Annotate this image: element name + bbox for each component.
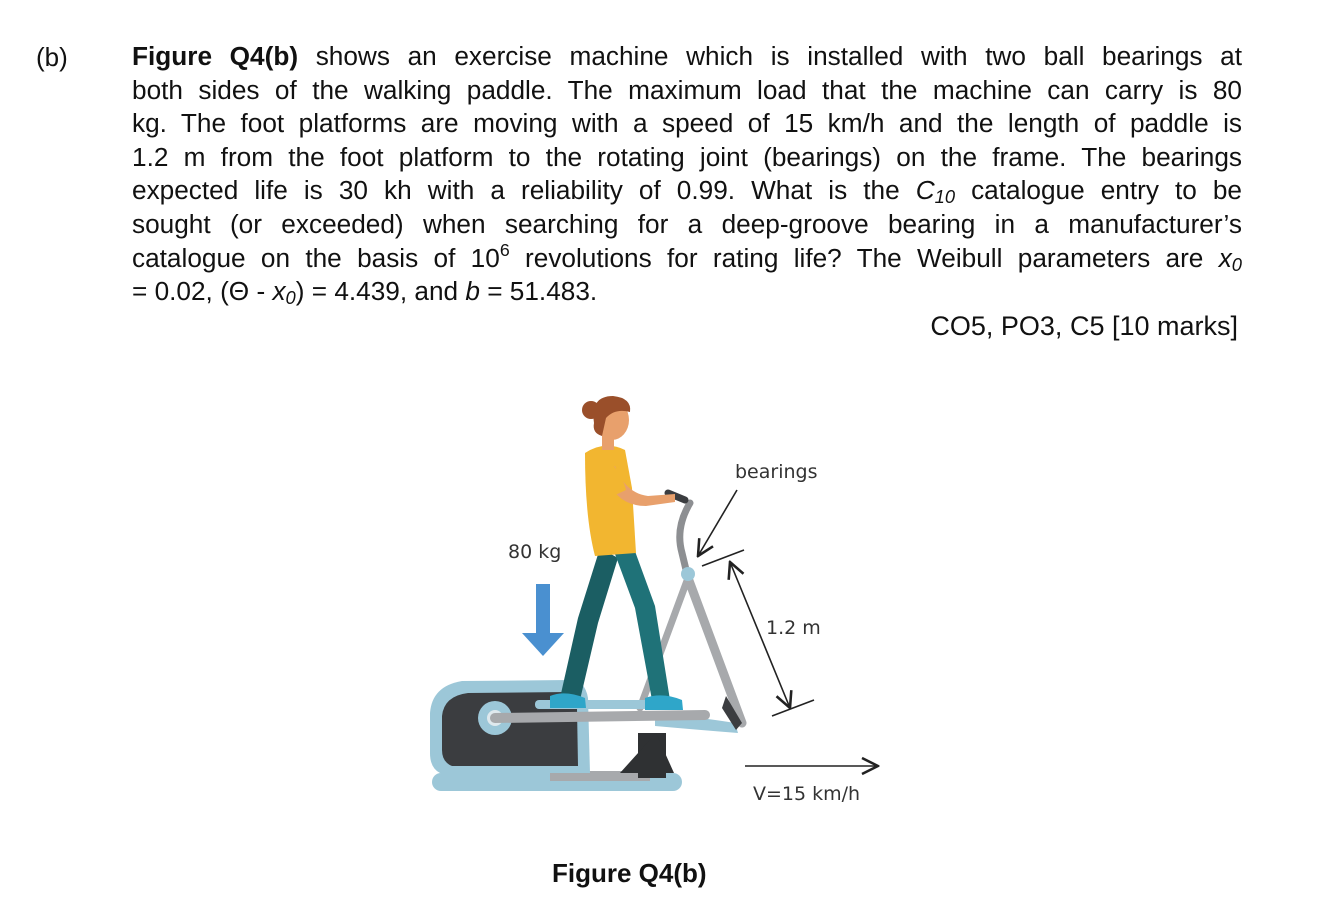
length-dimension <box>701 549 815 717</box>
c10-symbol: C10 <box>915 175 956 208</box>
b-symbol: b <box>465 276 480 307</box>
length-label: 1.2 m <box>766 617 821 639</box>
bearings-pointer <box>698 489 738 556</box>
machine-base <box>432 733 682 791</box>
question-line-4: 1.2 m from the foot platform to the rota… <box>132 141 1242 172</box>
question-line-3: kg. The foot platforms are moving with a… <box>132 108 1242 139</box>
load-arrow <box>522 584 564 656</box>
load-label: 80 kg <box>508 541 561 563</box>
question-line-1: Figure Q4(b) shows an exercise machine w… <box>132 41 1242 71</box>
figure-caption: Figure Q4(b) <box>552 858 707 888</box>
bearings-label: bearings <box>735 461 818 483</box>
machine-upright <box>636 489 747 730</box>
question-line-6: sought (or exceeded) when searching for … <box>132 208 1242 239</box>
question-line-7: catalogue on the basis of 106 revolution… <box>132 239 1242 275</box>
question-part-label: (b) <box>36 42 68 72</box>
velocity-label: V=15 km/h <box>753 783 860 805</box>
figure-reference: Figure Q4(b) <box>132 41 299 71</box>
question-line-2: both sides of the walking paddle. The ma… <box>132 74 1242 105</box>
exercise-machine-figure: 80 kg bearings 1.2 m V=15 km/h <box>430 396 900 805</box>
pedal-arm <box>490 710 710 723</box>
question-line-8: = 0.02, (Θ - x0) = 4.439, and b = 51.483… <box>132 276 598 309</box>
question-text: Figure Q4(b) shows an exercise machine w… <box>132 40 1242 309</box>
bearing-joint-icon <box>681 567 695 581</box>
flywheel-housing <box>430 680 590 773</box>
person-figure <box>550 396 683 710</box>
exponent: 6 <box>499 239 510 260</box>
question-line-5: expected life is 30 kh with a reliabilit… <box>132 175 1242 208</box>
marks-allocation: CO5, PO3, C5 [10 marks] <box>930 311 1238 341</box>
x0-symbol: x0 <box>272 276 296 309</box>
x0-symbol: x0 <box>1218 242 1242 275</box>
